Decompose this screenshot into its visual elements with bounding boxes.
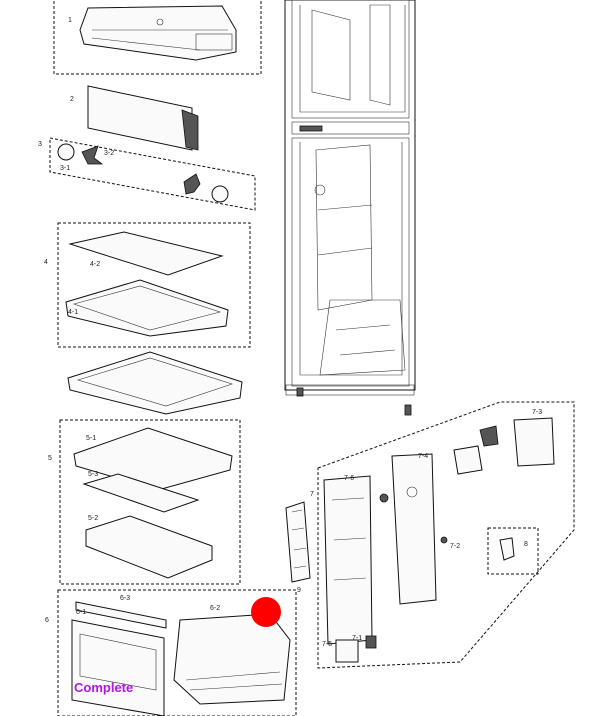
label-4-1: 4-1 bbox=[68, 309, 78, 316]
label-5: 5 bbox=[48, 455, 52, 462]
part-6-group: 6 6-1 6-3 6-2 bbox=[45, 589, 297, 716]
label-6-3: 6-3 bbox=[120, 595, 130, 602]
label-6-2: 6-2 bbox=[210, 605, 220, 612]
label-2: 2 bbox=[70, 96, 74, 103]
label-3-1: 3-1 bbox=[60, 165, 70, 172]
label-7-1: 7-1 bbox=[352, 635, 362, 642]
label-7-5: 7-5 bbox=[322, 641, 332, 648]
label-5-2: 5-2 bbox=[88, 515, 98, 522]
refrigerator-cabinet bbox=[284, 0, 416, 416]
part-2-group: 2 bbox=[70, 85, 199, 151]
loose-shelf bbox=[67, 351, 243, 415]
label-6: 6 bbox=[45, 617, 49, 624]
part-7-group: 7 7-6 7-4 7-3 7-2 7-1 7-5 bbox=[310, 401, 575, 669]
label-4: 4 bbox=[44, 259, 48, 266]
label-1: 1 bbox=[68, 17, 72, 24]
part-8-group: 8 bbox=[487, 527, 539, 575]
label-9: 9 bbox=[297, 587, 301, 594]
part-1-group: 1 bbox=[53, 0, 262, 75]
label-5-3: 5-3 bbox=[88, 471, 98, 478]
label-7-3: 7-3 bbox=[532, 409, 542, 416]
status-text: Complete bbox=[74, 680, 134, 695]
label-6-1: 6-1 bbox=[76, 609, 86, 616]
part-4-group: 4 4-2 4-1 bbox=[44, 222, 251, 348]
label-7-4: 7-4 bbox=[418, 453, 428, 460]
label-7-6: 7-6 bbox=[344, 475, 354, 482]
status-marker bbox=[251, 597, 281, 627]
part-5-group: 5 5-1 5-3 5-2 bbox=[48, 419, 241, 585]
label-3: 3 bbox=[38, 141, 42, 148]
label-3-2: 3-2 bbox=[104, 150, 114, 157]
part-9-group: 9 bbox=[285, 501, 311, 594]
label-7-2: 7-2 bbox=[450, 543, 460, 550]
label-7: 7 bbox=[310, 491, 314, 498]
label-5-1: 5-1 bbox=[86, 435, 96, 442]
label-8: 8 bbox=[524, 541, 528, 548]
part-3-group: 3 3-1 3-2 bbox=[38, 137, 256, 211]
label-4-2: 4-2 bbox=[90, 261, 100, 268]
